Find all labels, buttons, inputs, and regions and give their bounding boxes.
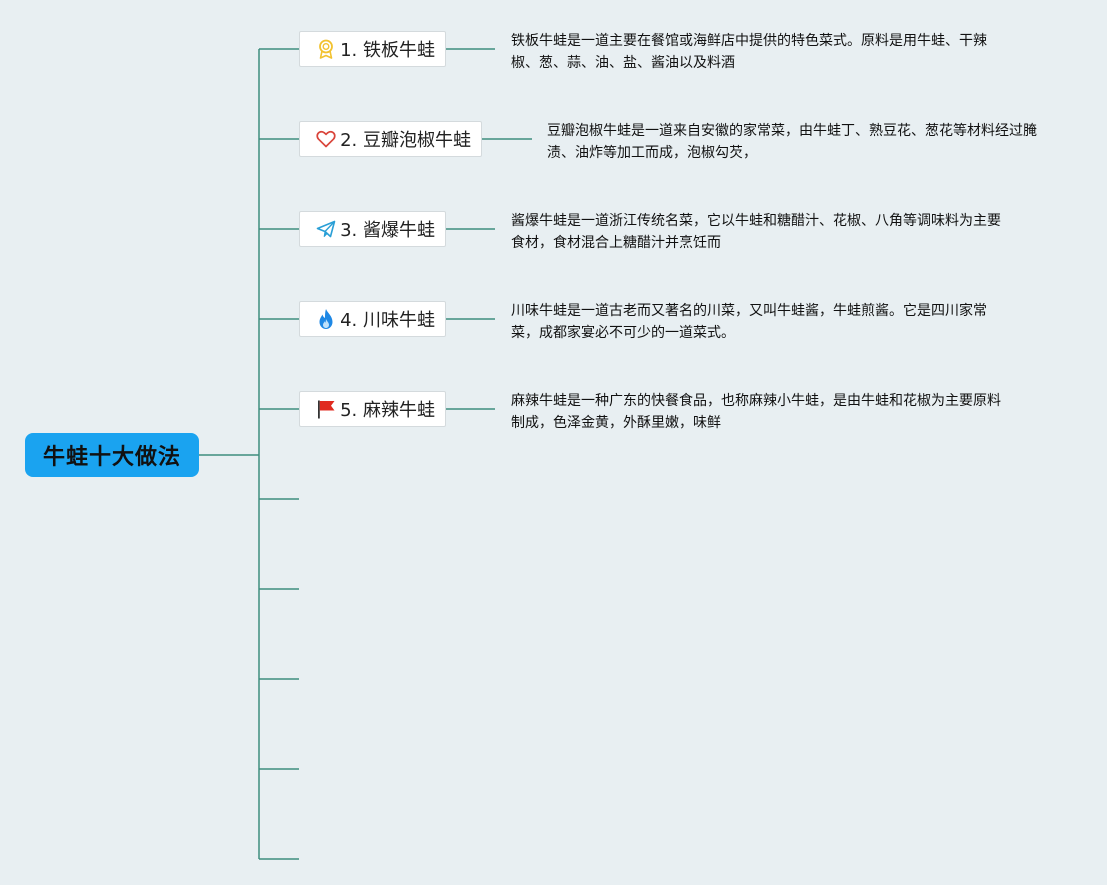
topic-3[interactable]: 3. 酱爆牛蛙 [299,211,446,247]
topic-description-4: 川味牛蛙是一道古老而又著名的川菜，又叫牛蛙酱，牛蛙煎酱。它是四川家常菜，成都家宴… [511,303,987,341]
topic-5[interactable]: 5. 麻辣牛蛙 [299,391,446,427]
topic-label: 3. 酱爆牛蛙 [340,220,435,241]
topic-4[interactable]: 4. 川味牛蛙 [299,301,446,337]
award-medal-icon [316,38,336,60]
paper-plane-icon [316,218,336,240]
root-topic[interactable]: 牛蛙十大做法 [25,433,199,477]
topic-description-2: 豆瓣泡椒牛蛙是一道来自安徽的家常菜，由牛蛙丁、熟豆花、葱花等材料经过腌渍、油炸等… [547,123,1037,161]
topic-label: 5. 麻辣牛蛙 [340,400,435,421]
heart-icon [316,128,336,150]
topic-description-1: 铁板牛蛙是一道主要在餐馆或海鲜店中提供的特色菜式。原料是用牛蛙、干辣椒、葱、蒜、… [511,33,987,71]
topic-1[interactable]: 1. 铁板牛蛙 [299,31,446,67]
topic-label: 4. 川味牛蛙 [340,310,435,331]
topic-description-5: 麻辣牛蛙是一种广东的快餐食品，也称麻辣小牛蛙，是由牛蛙和花椒为主要原料制成，色泽… [511,393,1001,431]
topic-label: 2. 豆瓣泡椒牛蛙 [340,130,471,151]
fire-icon [316,308,336,330]
topic-description-3: 酱爆牛蛙是一道浙江传统名菜，它以牛蛙和糖醋汁、花椒、八角等调味料为主要食材，食材… [511,213,1001,251]
flag-icon [316,398,336,420]
root-topic-label: 牛蛙十大做法 [42,445,181,470]
topic-label: 1. 铁板牛蛙 [340,40,435,61]
topic-2[interactable]: 2. 豆瓣泡椒牛蛙 [299,121,482,157]
